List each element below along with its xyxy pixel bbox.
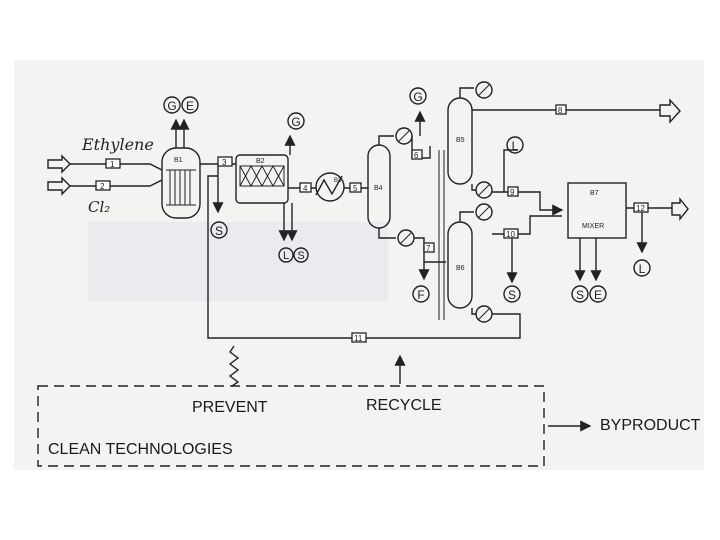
b2-s-output: S [297, 250, 304, 262]
scan-smudge [88, 222, 388, 302]
b2-reactor [235, 154, 289, 204]
b1-g-output: G [167, 99, 176, 113]
b2-outlets [278, 112, 309, 263]
b1-label: B1 [174, 157, 183, 164]
b5-l-output: L [512, 139, 519, 153]
stream-2-label: 2 [100, 182, 105, 191]
stream-6-label: 6 [414, 151, 419, 160]
stream-12-line [626, 197, 689, 277]
b7-e-output: E [594, 288, 602, 302]
stream-9-box [507, 186, 519, 197]
feed-arrows [47, 154, 71, 196]
s3-s-output: S [215, 224, 223, 238]
b6-label: B6 [456, 265, 465, 272]
clean-technologies-box [37, 385, 592, 467]
b2-label: B2 [256, 158, 265, 165]
stream-9-label: 9 [510, 188, 515, 197]
feed-chlorine-label: Cl₂ [88, 198, 110, 216]
b1-reactor [161, 147, 201, 219]
b3-heater [315, 172, 345, 202]
stream-7-label: 7 [426, 244, 431, 253]
b1-outlets [163, 96, 199, 148]
s12-l-output: L [639, 262, 646, 276]
b7-s-output: S [576, 288, 584, 302]
stream-4-label: 4 [303, 184, 308, 193]
feed-ethylene-label: Ethylene [81, 135, 154, 154]
stream-1-label: 1 [110, 160, 115, 169]
stream-6-box [411, 149, 423, 160]
b5-label: B5 [456, 137, 465, 144]
stream-8-label: 8 [558, 106, 563, 115]
stream-1-line [70, 158, 163, 171]
stream-12-label: 12 [636, 204, 645, 213]
b4-label: B4 [374, 185, 383, 192]
b4-column [367, 87, 431, 255]
b6-s-output: S [508, 288, 516, 302]
b7-mixer [567, 182, 627, 303]
recycle-label: RECYCLE [366, 397, 442, 414]
prevent-label: PREVENT [192, 399, 268, 416]
byproduct-label: BYPRODUCT [600, 417, 701, 434]
stream-5-label: 5 [353, 184, 358, 193]
stream-10-box [503, 228, 519, 239]
b5-column [447, 81, 660, 216]
stream-2-line [70, 179, 163, 191]
b7-label: B7 [590, 190, 599, 197]
mixer-label: MIXER [582, 223, 604, 230]
b6-s-node [503, 285, 521, 303]
recycle-stream-11 [207, 175, 406, 387]
stream-3-label: 3 [222, 158, 227, 167]
stream-8-line [555, 98, 681, 124]
stream-3-line [200, 156, 236, 167]
b2-l-output: L [283, 250, 289, 262]
stream-10-label: 10 [506, 230, 515, 239]
b4-f-output: F [417, 288, 424, 302]
stream-4-line [288, 182, 316, 193]
b2-g-output: G [291, 115, 300, 129]
b1-e-output: E [186, 99, 194, 113]
stream-11-label: 11 [354, 334, 363, 343]
clean-technologies-label: CLEAN TECHNOLOGIES [48, 441, 233, 458]
s3-split [210, 166, 228, 239]
b4-g-output: G [413, 90, 422, 104]
b5-l-node [506, 136, 524, 154]
b3-label: B3 [334, 178, 342, 184]
stream-5-line [344, 182, 368, 193]
